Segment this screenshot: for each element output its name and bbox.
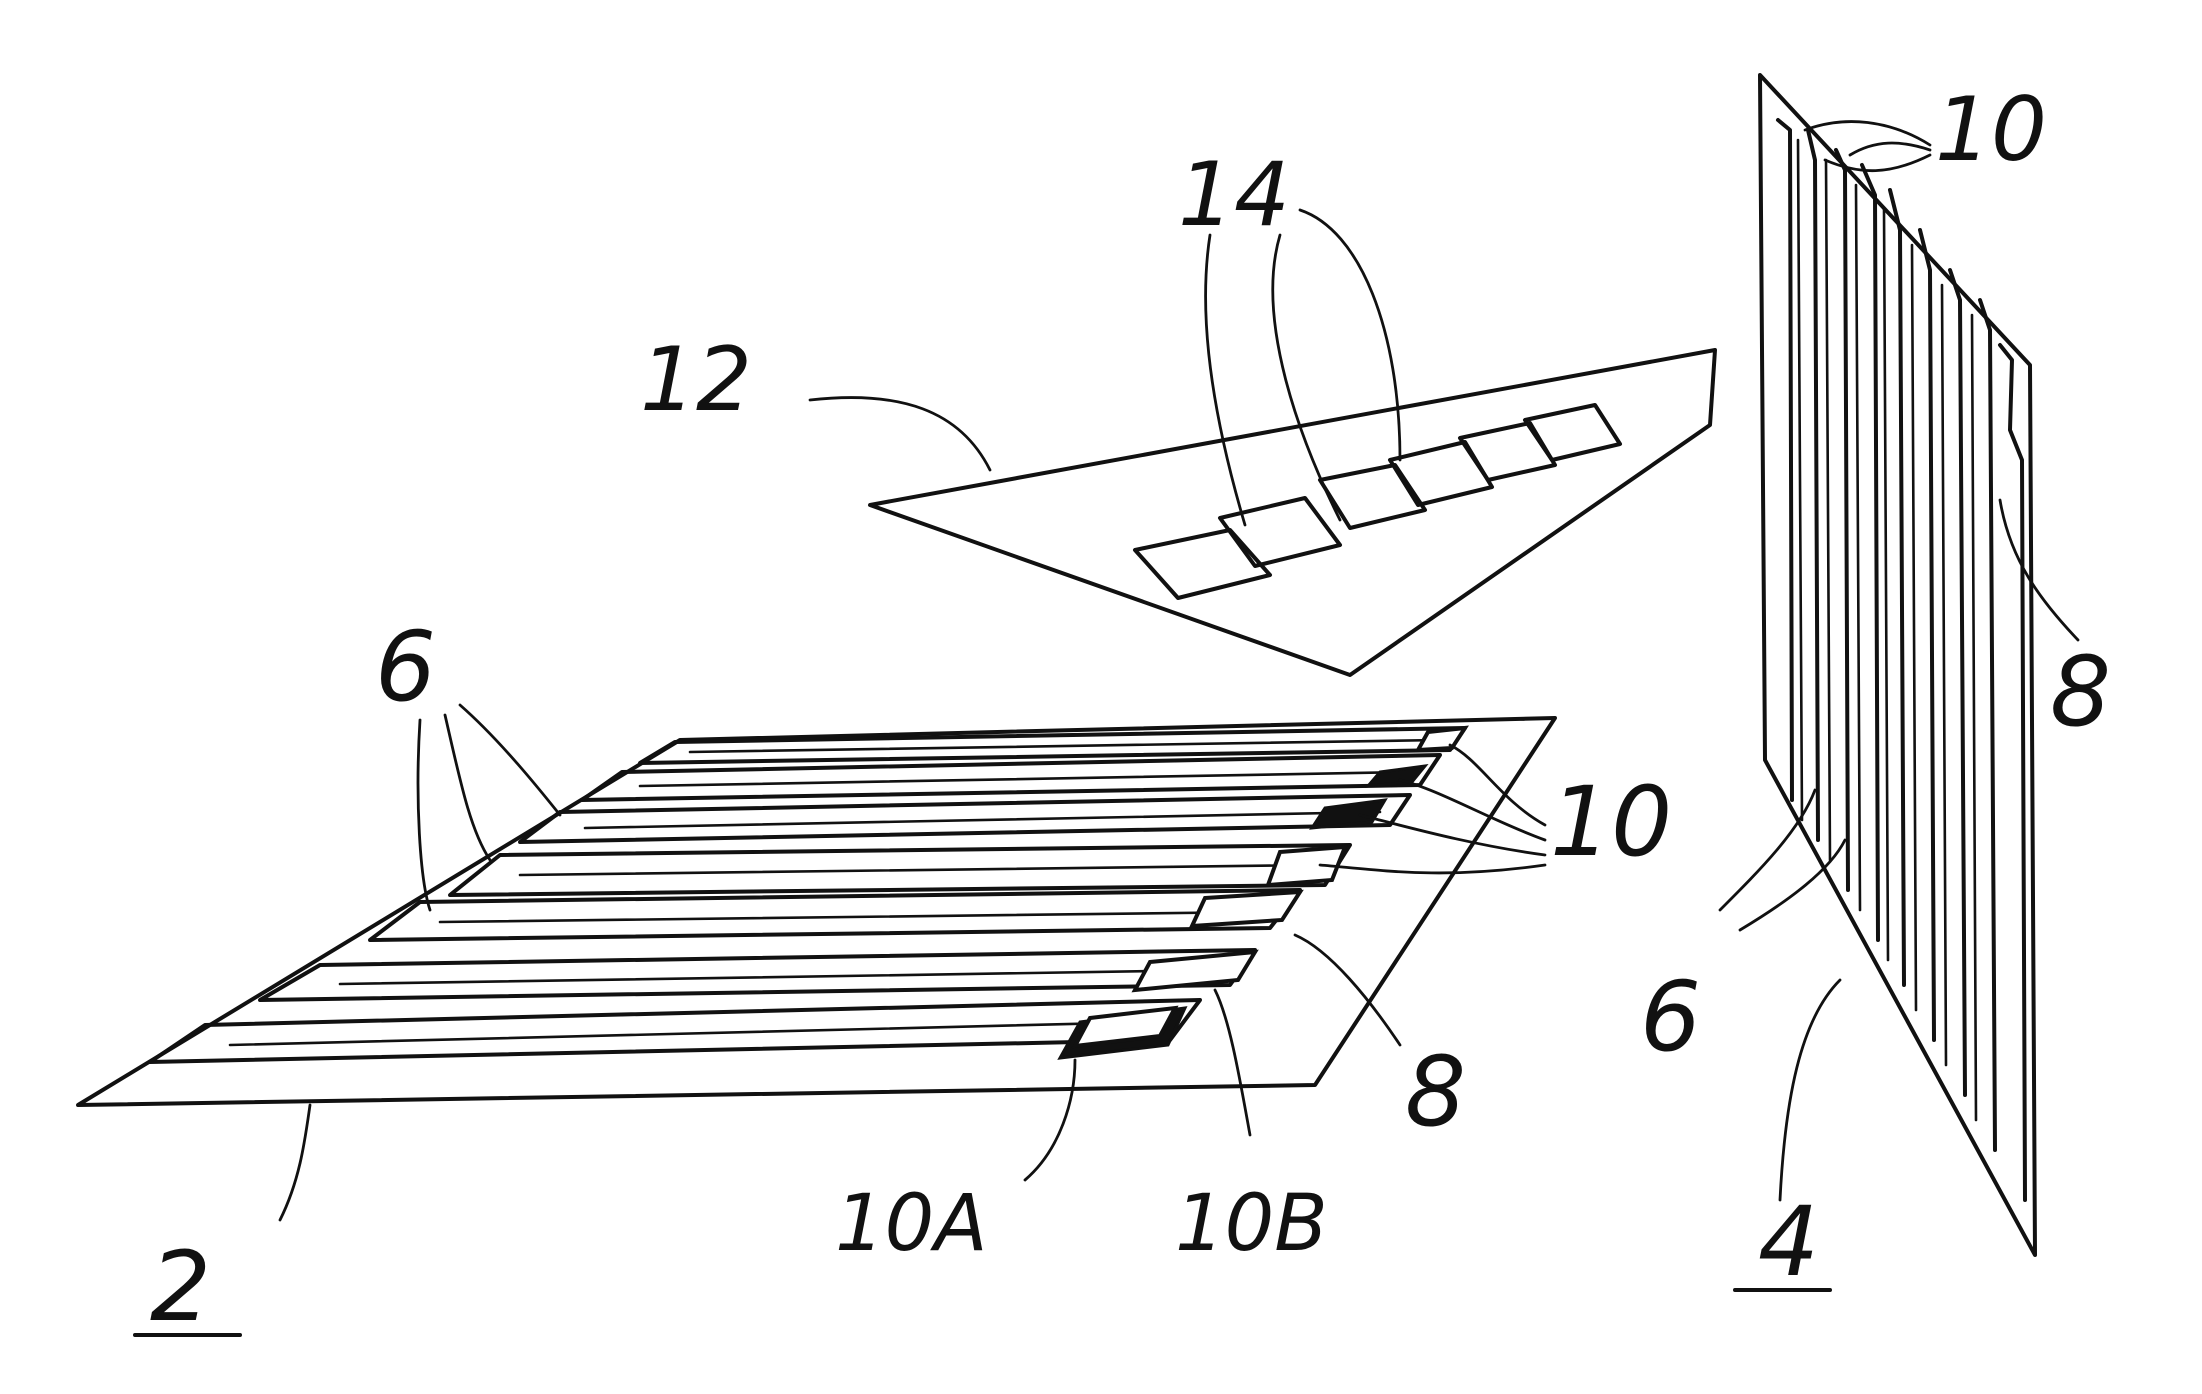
label-12: 12	[640, 328, 752, 431]
contact-pad-1	[1418, 728, 1465, 750]
label-10-substrate: 10	[1550, 766, 1672, 878]
label-14: 14	[1178, 143, 1290, 246]
label-2: 2	[150, 1231, 211, 1343]
opening-2	[1220, 498, 1340, 566]
label-6-substrate: 6	[375, 611, 436, 723]
conductor-strip-6	[260, 950, 1255, 1000]
opening-1	[1135, 530, 1270, 598]
opening-5	[1460, 423, 1555, 480]
mask-openings	[1135, 405, 1620, 598]
mask-plate	[870, 350, 1715, 675]
opening-3	[1320, 465, 1425, 528]
conductor-strip-7	[150, 1000, 1200, 1062]
label-10-sheet: 10	[1935, 78, 2047, 181]
label-4: 4	[1758, 1186, 1819, 1298]
label-10A: 10A	[835, 1179, 988, 1269]
opening-6	[1525, 405, 1620, 460]
mask-plate-outline	[870, 350, 1715, 675]
contact-pad-10B	[1135, 952, 1255, 990]
conductor-strip-5	[370, 890, 1300, 940]
label-6-sheet: 6	[1640, 961, 1701, 1073]
contact-pad-5	[1192, 892, 1300, 926]
label-10B: 10B	[1175, 1179, 1328, 1269]
contact-pad-2	[1368, 766, 1425, 786]
sheet-conductors	[1778, 120, 2025, 1200]
label-8-substrate: 8	[1405, 1036, 1466, 1148]
upright-sheet	[1760, 75, 2035, 1255]
label-8-sheet: 8	[2050, 636, 2111, 748]
substrate-panel	[78, 718, 1555, 1105]
conductor-strip-3	[520, 795, 1410, 842]
opening-4	[1390, 442, 1492, 505]
